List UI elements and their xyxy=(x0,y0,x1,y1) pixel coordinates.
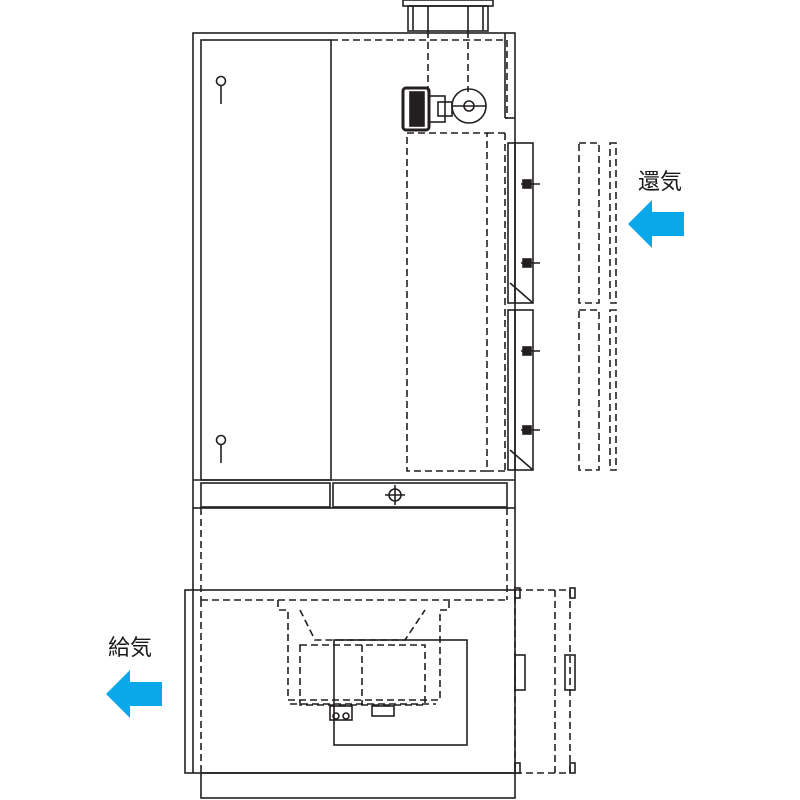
motor-assembly xyxy=(401,86,487,132)
lower-fan-box xyxy=(184,589,516,799)
side-mounts xyxy=(514,587,576,774)
left-arrow-icon xyxy=(628,200,684,248)
door-handle-bottom xyxy=(215,434,227,463)
inner-compartment-outline xyxy=(331,39,508,472)
supply-air-label: 給気 xyxy=(108,636,153,661)
left-arrow-icon xyxy=(106,670,162,718)
fan-base xyxy=(329,705,395,721)
upper-cabinet xyxy=(192,32,516,509)
return-air-label: 還気 xyxy=(638,170,683,195)
top-duct-flange xyxy=(402,0,494,92)
fan-scroll xyxy=(200,589,571,774)
crosshair-mark xyxy=(385,485,405,505)
filter-frames xyxy=(578,142,617,471)
side-coil-frame xyxy=(507,142,540,471)
door-handle-top xyxy=(215,75,227,104)
middle-section-hidden xyxy=(200,508,508,601)
middle-section xyxy=(192,508,516,590)
